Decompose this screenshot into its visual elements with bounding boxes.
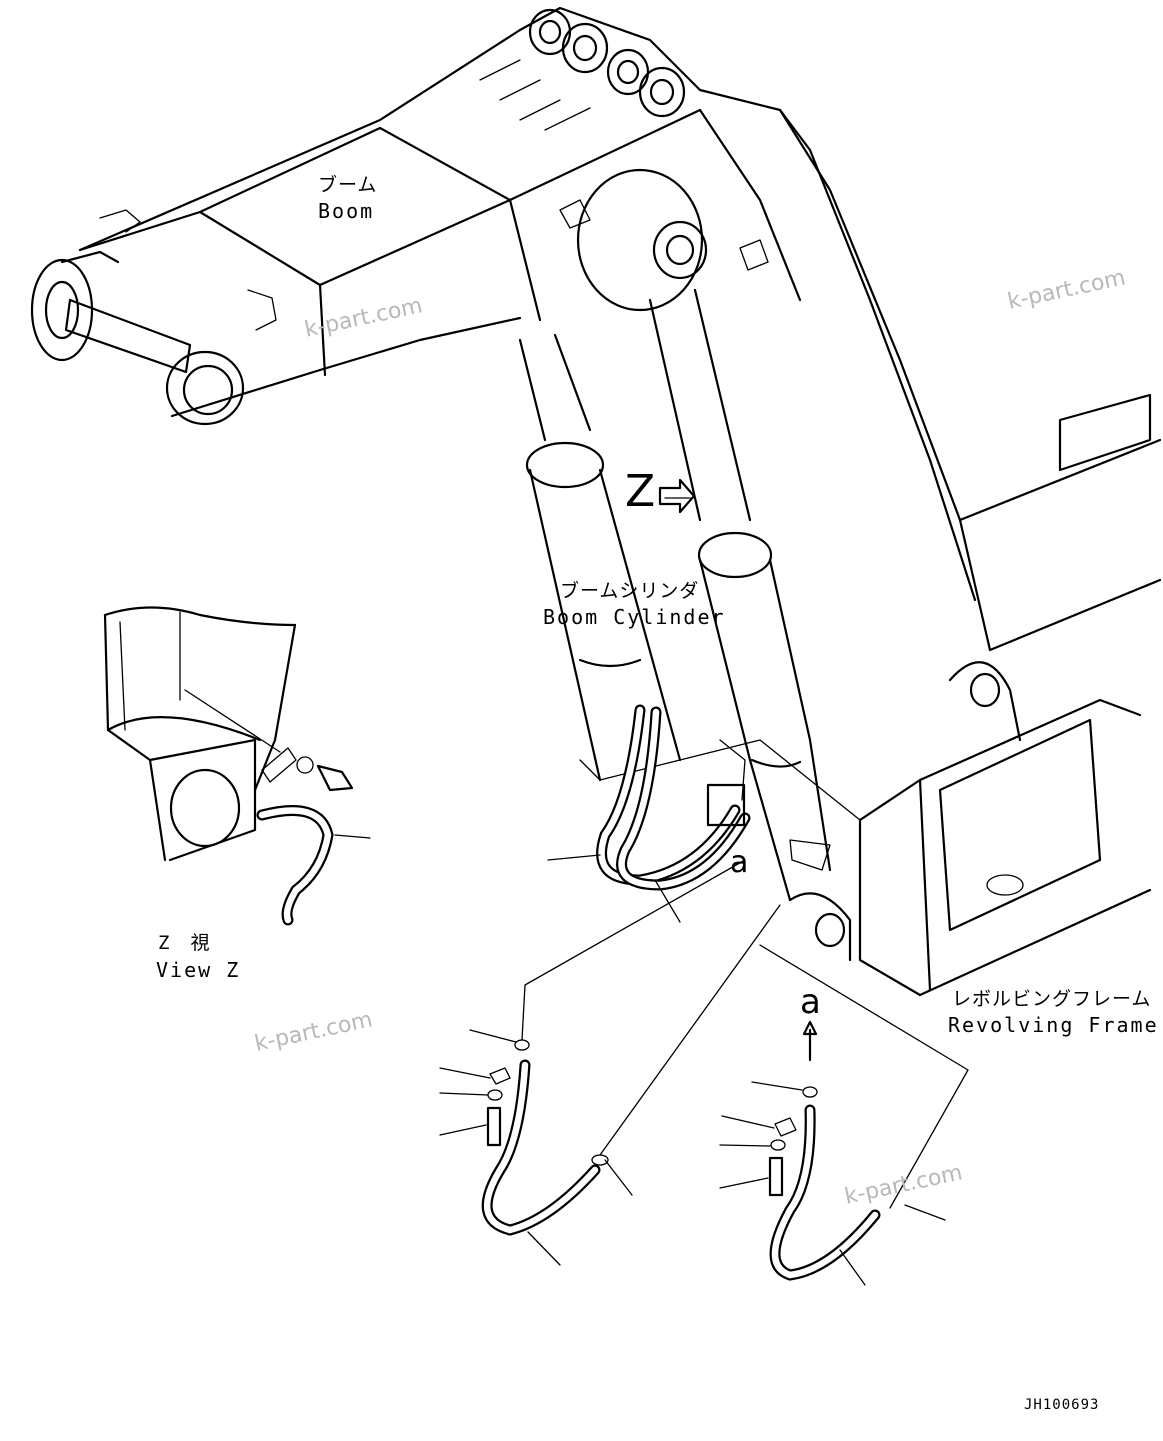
leader-lines xyxy=(547,478,696,923)
boom-label-en: Boom xyxy=(318,199,375,223)
view-z-detail xyxy=(103,606,371,926)
hose-assembly-left xyxy=(439,859,781,1266)
boom-drawing xyxy=(30,6,992,652)
revolving-frame-drawing xyxy=(579,393,1162,997)
drawing-code: JH100693 xyxy=(1024,1397,1100,1413)
boom-label-jp: ブーム xyxy=(318,174,378,196)
detail-a-marker: a xyxy=(730,845,749,880)
hose-assembly-right xyxy=(719,944,969,1286)
main-hoses xyxy=(596,704,831,891)
frame-label-en: Revolving Frame xyxy=(948,1013,1159,1037)
z-view-marker: Z xyxy=(625,466,656,517)
view-z-label-jp: Z 視 xyxy=(158,932,211,954)
cylinder-label-en: Boom Cylinder xyxy=(543,605,726,629)
boom-cylinder-drawing xyxy=(518,288,832,902)
cylinder-label-jp: ブームシリンダ xyxy=(560,580,700,602)
arrow-a-marker: a xyxy=(800,982,821,1022)
view-z-label-en: View Z xyxy=(156,958,241,982)
frame-label-jp: レボルビングフレーム xyxy=(952,988,1152,1010)
